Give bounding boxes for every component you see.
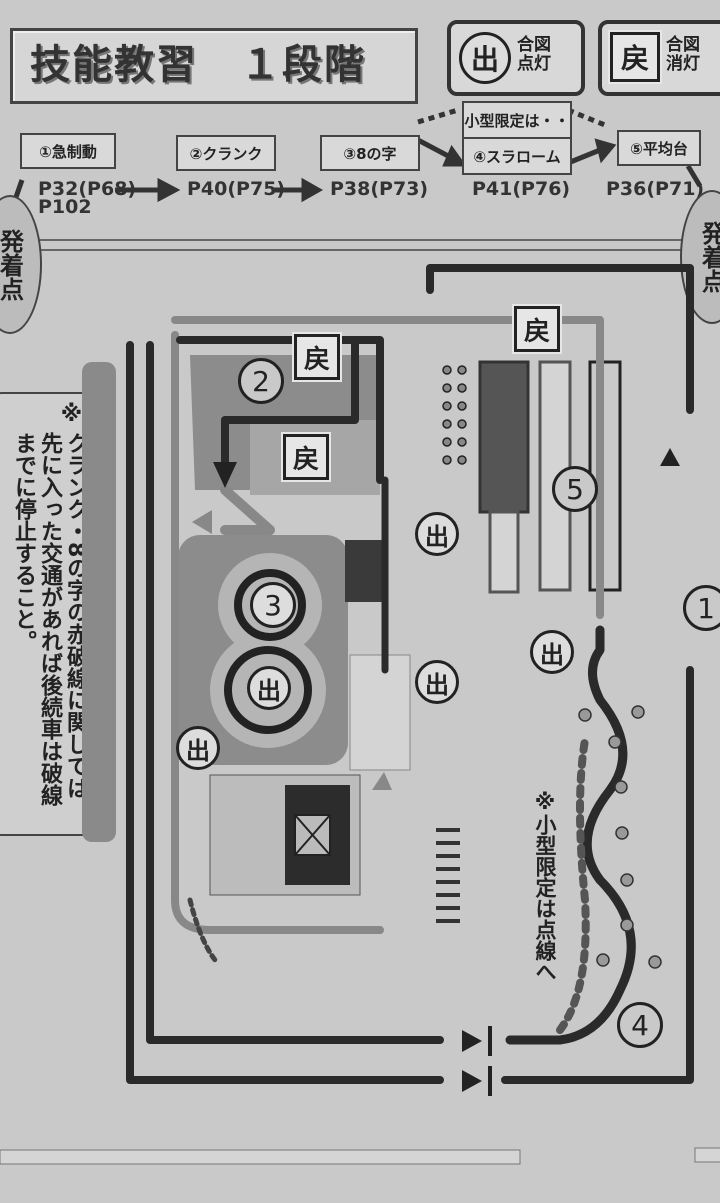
flow-dotted: [417, 107, 459, 125]
signal-on-marker: 出: [415, 660, 459, 704]
flow-arrow: [416, 137, 454, 161]
flow-arrowhead: [301, 177, 324, 203]
step-slalom: ④スラローム: [462, 137, 572, 175]
signal-off-marker: 戻: [512, 304, 562, 354]
note-mark: ※: [59, 402, 84, 427]
step-small-limited: 小型限定は・・: [462, 101, 572, 139]
arrow-up-icon: [660, 448, 680, 466]
arrow-left-icon: [192, 510, 212, 534]
crank-route: [221, 336, 359, 479]
course-number-balance: 5: [552, 466, 598, 512]
flow-arrow: [567, 147, 601, 166]
legend-label: 合図 消灯: [666, 36, 700, 74]
step-balance-beam: ⑤平均台: [617, 130, 701, 166]
route-light: [171, 331, 384, 934]
page-ref: P36(P71): [606, 178, 705, 200]
legend-label: 合図 点灯: [517, 36, 551, 74]
balance-beam: [478, 360, 530, 514]
signal-off-icon: 戻: [608, 30, 662, 84]
arrow-down-icon: [213, 462, 237, 488]
signal-on-marker: 出: [415, 512, 459, 556]
note-line: 先に入った交通があれば後続車は破線: [37, 432, 62, 806]
signal-on-marker: 出: [176, 726, 220, 770]
hatched-block: [345, 540, 387, 602]
legend-signal-on: 出 合図 点灯: [447, 20, 585, 96]
title-box: [10, 28, 418, 104]
signal-on-marker: 出: [247, 666, 291, 710]
flow-arrowhead: [594, 138, 617, 164]
step-figure8: ③8の字: [320, 135, 420, 171]
page-ref: P102: [38, 196, 92, 218]
slalom-note: ※小型限定は点線へ: [533, 790, 557, 982]
signal-on-icon: 出: [459, 32, 511, 84]
flow-arrowhead: [157, 177, 181, 203]
flow-arrows: [0, 107, 720, 251]
dotted-block: [349, 654, 411, 771]
signal-on-marker: 出: [530, 630, 574, 674]
legend-line2: 点灯: [517, 54, 551, 74]
route-light: [171, 316, 604, 619]
course-number-brake: 1: [683, 585, 720, 631]
step-sudden-brake: ①急制動: [20, 133, 116, 169]
course-number-crank: 2: [238, 358, 284, 404]
legend-line2: 消灯: [666, 54, 700, 74]
legend-signal-off: 戻 合図 消灯: [598, 20, 720, 96]
route-outer: [126, 341, 444, 1084]
page-ref: P40(P75): [187, 178, 286, 200]
route-main: [146, 341, 444, 1044]
flow-arrowhead: [442, 144, 467, 167]
note-line: までに停止すること。: [11, 432, 36, 652]
note-line: …: [0, 432, 10, 454]
legend-line1: 合図: [517, 35, 551, 55]
route-slalom: [505, 625, 636, 1045]
course-number-slalom: 4: [617, 1002, 663, 1048]
side-bar: [82, 362, 116, 842]
arrow-up-icon: [372, 772, 392, 790]
signal-off-marker: 戻: [281, 432, 331, 482]
route-brake: [501, 666, 694, 1084]
legend-line1: 合図: [666, 35, 700, 55]
course-number-figure8: 3: [250, 582, 296, 628]
route-small-dotted: [556, 736, 590, 1034]
flow-arrow: [685, 164, 703, 188]
step-crank: ②クランク: [176, 135, 276, 171]
page-ref: P41(P76): [472, 178, 571, 200]
page-title: 技能教習 １段階: [30, 42, 366, 88]
flow-dotted: [567, 107, 606, 128]
page-ref: P38(P73): [330, 178, 429, 200]
signal-off-marker: 戻: [292, 332, 342, 382]
page-ref: P32(P68): [38, 178, 137, 200]
